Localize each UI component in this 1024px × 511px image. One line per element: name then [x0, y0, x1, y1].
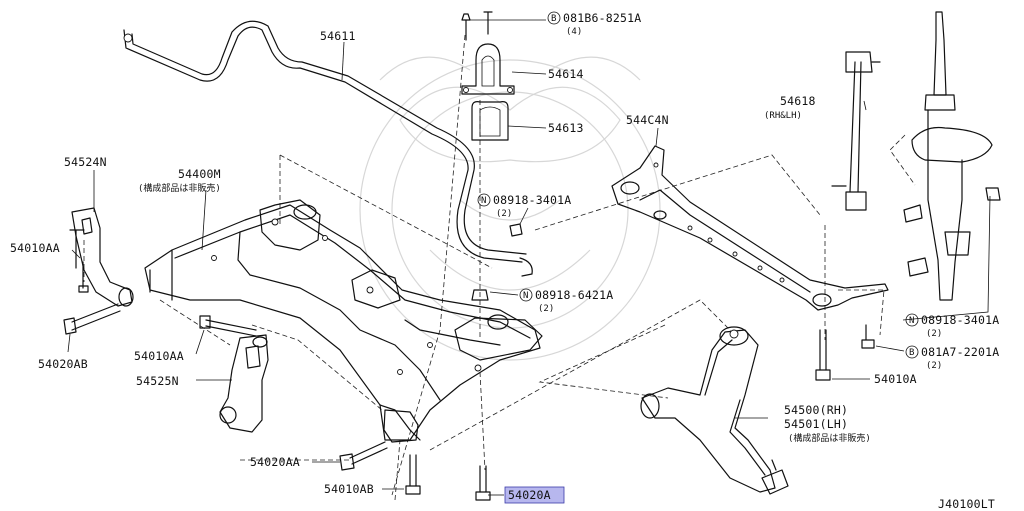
stabilizer-link — [831, 51, 881, 211]
part-labels: 54611 54614 54613 54618 (RH&LH) 544C4N 5… — [10, 11, 999, 511]
transverse-link — [640, 326, 789, 495]
label-54010AA-left[interactable]: 54010AA — [10, 241, 60, 255]
bolt-badge-icon — [905, 345, 919, 359]
label-081A7-2201A[interactable]: 081A7-2201A — [921, 345, 999, 359]
nut-badge-icon — [477, 193, 491, 207]
label-3401A-mid-qty: (2) — [496, 209, 512, 219]
badge-b-letter: B — [551, 14, 556, 24]
label-54524N[interactable]: 54524N — [64, 155, 107, 169]
label-544C4N[interactable]: 544C4N — [626, 113, 669, 127]
bolt-badge-icon — [547, 11, 561, 25]
fasteners — [63, 223, 875, 501]
leader-lines — [67, 19, 991, 496]
label-54010AA-mid[interactable]: 54010AA — [134, 349, 184, 363]
label-54400M-sub: (構成部品は非販売) — [138, 182, 221, 194]
suspension-member — [144, 199, 543, 443]
diagram-code: J40100LT — [938, 497, 995, 511]
label-54400M[interactable]: 54400M — [178, 167, 221, 181]
label-54501[interactable]: 54501(LH) — [784, 417, 848, 431]
label-54525N[interactable]: 54525N — [136, 374, 179, 388]
stabilizer-clamp — [461, 11, 515, 95]
label-54500-sub: (構成部品は非販売) — [788, 432, 871, 444]
label-081B6-qty: (4) — [566, 27, 582, 37]
assembly-guide-lines — [83, 34, 916, 501]
badge-b-letter: B — [909, 348, 914, 358]
badge-n-letter: N — [481, 196, 486, 206]
label-08918-6421A[interactable]: 08918-6421A — [535, 288, 613, 302]
label-54020A-highlighted[interactable]: 54020A — [504, 486, 565, 504]
nut-badge-icon — [519, 288, 533, 302]
label-54618[interactable]: 54618 — [780, 94, 816, 108]
stabilizer-bar — [123, 20, 533, 277]
nut-badge-icon — [905, 313, 919, 327]
label-3401A-right-qty: (2) — [926, 329, 942, 339]
label-6421A-qty: (2) — [538, 304, 554, 314]
label-54020AA[interactable]: 54020AA — [250, 455, 300, 469]
strut-assembly — [903, 11, 1001, 301]
label-54611[interactable]: 54611 — [320, 29, 356, 43]
label-08918-3401A-right[interactable]: 08918-3401A — [921, 313, 999, 327]
stabilizer-bushing — [471, 101, 509, 141]
link-bracket-54525N — [219, 334, 269, 433]
badge-n-letter: N — [523, 291, 528, 301]
label-081A7-qty: (2) — [926, 361, 942, 371]
highlight-box — [504, 486, 565, 504]
member-stay — [611, 145, 889, 311]
label-081B6-8251A[interactable]: 081B6-8251A — [563, 11, 641, 25]
label-54614[interactable]: 54614 — [548, 67, 584, 81]
label-54613[interactable]: 54613 — [548, 121, 584, 135]
label-54020A[interactable]: 54020A — [508, 488, 551, 502]
label-54020AB[interactable]: 54020AB — [38, 357, 88, 371]
label-54010AB[interactable]: 54010AB — [324, 482, 374, 496]
label-08918-3401A-mid[interactable]: 08918-3401A — [493, 193, 571, 207]
badge-n-letter: N — [909, 316, 914, 326]
label-54010A[interactable]: 54010A — [874, 372, 917, 386]
label-54618-sub: (RH&LH) — [764, 111, 802, 121]
label-54500[interactable]: 54500(RH) — [784, 403, 848, 417]
